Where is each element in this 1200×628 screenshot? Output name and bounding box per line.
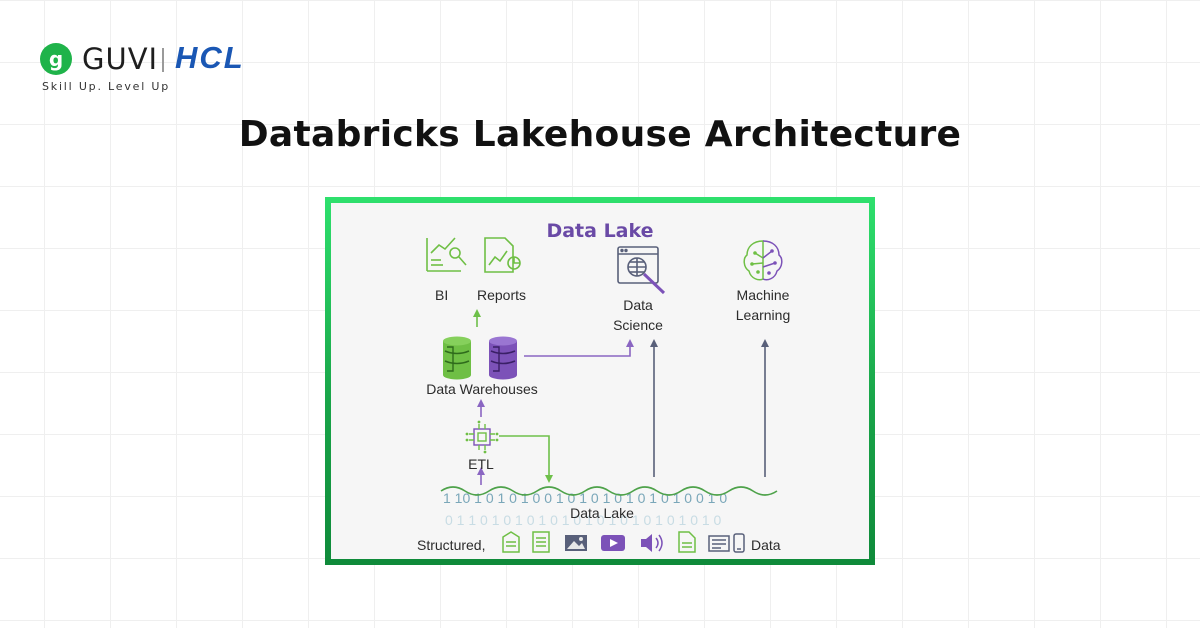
structured-data-icon bbox=[502, 531, 520, 553]
data-science-label: Data Science bbox=[613, 297, 663, 333]
data-warehouse-purple-icon bbox=[489, 336, 517, 380]
bi-label: BI bbox=[435, 287, 449, 303]
arrow-etl-to-lake bbox=[499, 435, 553, 483]
reports-label: Reports bbox=[477, 287, 527, 303]
binary-stream-bottom: 0 1 1 0 1 0 1 0 1 0 1 0 1 0 1 0 1 0 1 0 … bbox=[445, 512, 722, 528]
data-lake-wave bbox=[440, 486, 778, 496]
arrow-warehouse-to-data-science bbox=[524, 339, 634, 357]
machine-learning-brain-icon bbox=[743, 240, 783, 281]
video-icon bbox=[601, 535, 625, 551]
logo-divider bbox=[162, 48, 164, 72]
guvi-wordmark: GUVI bbox=[82, 42, 159, 76]
reports-icon bbox=[484, 237, 521, 273]
etl-label: ETL bbox=[468, 456, 494, 472]
sources-right-label: Data bbox=[751, 537, 781, 553]
diagram-svg: 1 10 1 0 1 0 1 0 0 1 0 1 0 1 0 1 0 1 0 1… bbox=[426, 237, 783, 553]
article-icon bbox=[708, 535, 730, 552]
binary-stream-top: 1 10 1 0 1 0 1 0 0 1 0 1 0 1 0 1 0 1 0 1… bbox=[443, 490, 727, 506]
diagram-title: Data Lake bbox=[546, 220, 654, 242]
page-title: Databricks Lakehouse Architecture bbox=[238, 114, 962, 155]
mobile-icon bbox=[733, 533, 745, 553]
text-file-icon bbox=[678, 531, 696, 553]
audio-icon bbox=[641, 534, 663, 552]
hcl-wordmark: HCL bbox=[175, 40, 245, 75]
sources-left-label: Structured, bbox=[417, 537, 486, 553]
document-icon bbox=[532, 531, 550, 553]
data-warehouses-label: Data Warehouses bbox=[426, 381, 538, 397]
machine-learning-label: Machine Learning bbox=[735, 287, 791, 323]
diagram-canvas: 1 10 1 0 1 0 1 0 0 1 0 1 0 1 0 1 0 1 0 1… bbox=[331, 203, 869, 559]
brand-tagline: Skill Up. Level Up bbox=[42, 80, 171, 93]
guvi-hcl-logo: g GUVI HCL Skill Up. Level Up bbox=[40, 40, 340, 100]
diagram-frame: 1 10 1 0 1 0 1 0 0 1 0 1 0 1 0 1 0 1 0 1… bbox=[325, 197, 875, 565]
data-science-icon bbox=[617, 246, 666, 295]
bi-chart-icon bbox=[426, 237, 467, 272]
data-lake-label: Data Lake bbox=[570, 505, 634, 521]
data-warehouse-green-icon bbox=[443, 336, 471, 380]
guvi-logo-icon: g bbox=[40, 43, 72, 75]
image-icon bbox=[565, 535, 587, 551]
etl-chip-icon bbox=[465, 420, 499, 454]
